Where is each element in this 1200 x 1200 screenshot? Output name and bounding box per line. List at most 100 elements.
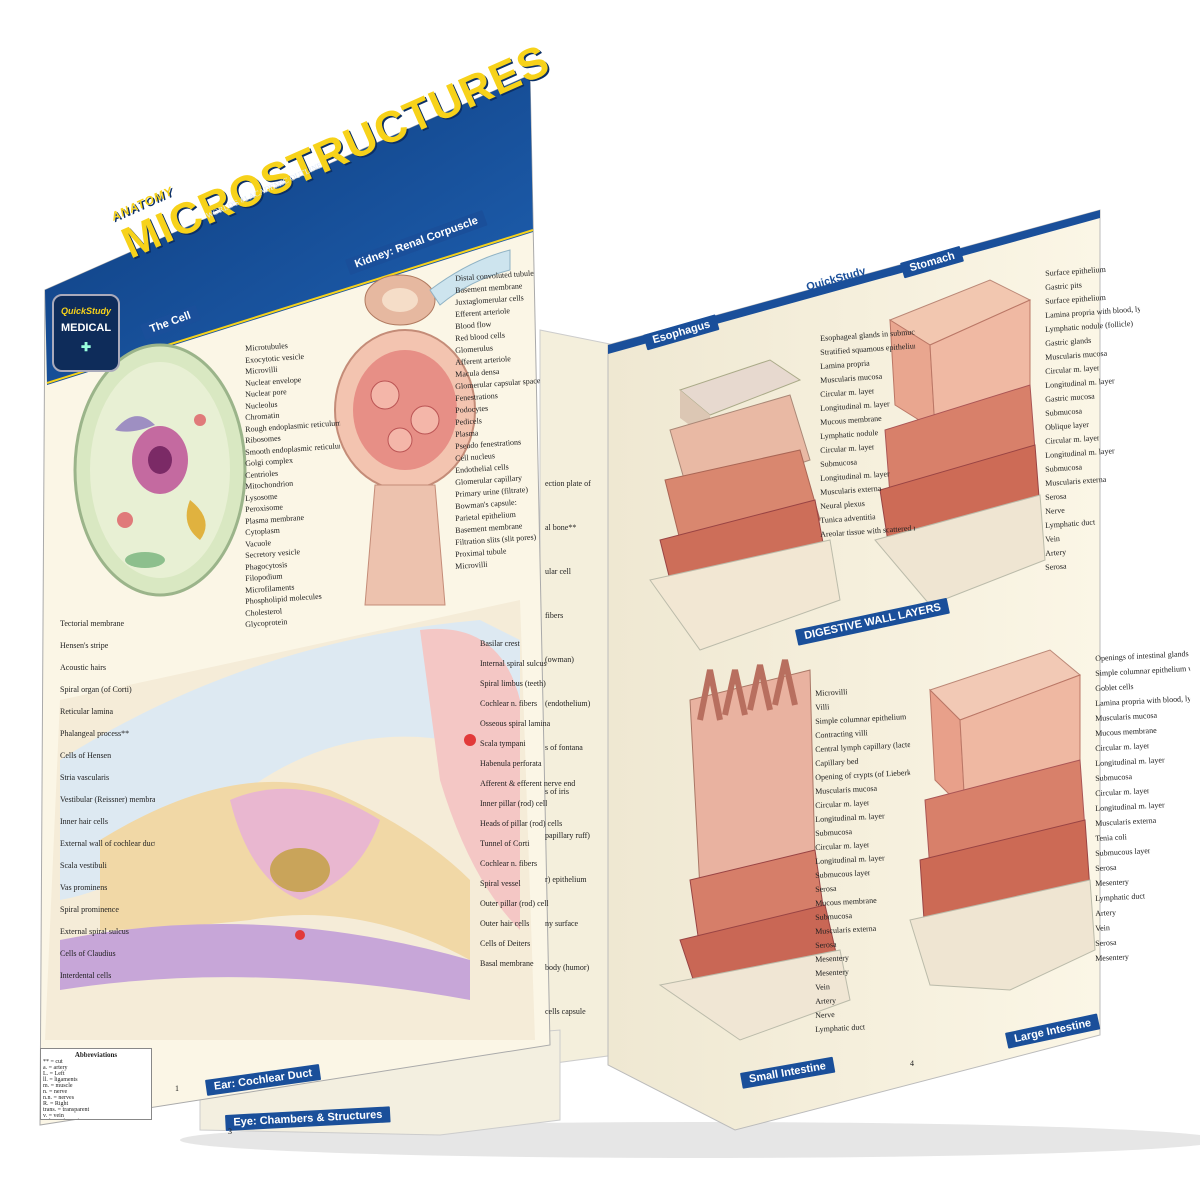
cell-diagram	[73, 343, 247, 597]
diagram-label: Basilar crest	[480, 640, 520, 648]
middle-panel	[539, 329, 616, 1066]
diagram-label: Lysosome	[245, 492, 278, 503]
diagram-label: Afferent & efferent nerve endings	[480, 780, 575, 788]
diagram-label: Nerve	[1045, 506, 1066, 516]
abbreviation-item: m. = muscle	[43, 1083, 73, 1089]
page-number: 3	[228, 1127, 232, 1136]
diagram-label: papillary ruff)	[545, 832, 590, 840]
diagram-label: Cochlear n. fibers	[480, 860, 538, 868]
page-number: 4	[910, 1059, 914, 1068]
diagram-label: al bone**	[545, 524, 577, 532]
diagram-label: cells capsule	[545, 1008, 586, 1016]
diagram-label: Basal membrane	[480, 960, 534, 968]
diagram-label: Vein	[1045, 534, 1061, 544]
large-intestine-diagram	[909, 649, 1096, 991]
diagram-label: Habenula perforata	[480, 760, 542, 768]
diagram-label: body (humor)	[545, 964, 590, 972]
diagram-label: Serosa	[1095, 938, 1117, 948]
diagram-label: ny surface	[545, 920, 579, 928]
diagram-label: Serosa	[815, 940, 837, 950]
diagram-label: Spiral vessel	[480, 880, 521, 888]
diagram-label: Inner hair cells	[60, 818, 108, 826]
diagram-label: Spiral organ (of Corti)	[60, 686, 132, 694]
diagram-label: Spiral limbus (teeth)	[480, 680, 546, 688]
diagram-label: Tenia coli	[1095, 833, 1128, 843]
diagram-label: Vein	[815, 983, 831, 992]
diagram-label: Microvilli	[815, 688, 848, 698]
diagram-label: Vas prominens	[60, 884, 108, 892]
small-intestine-diagram	[658, 659, 851, 1041]
diagram-label: Cochlear n. fibers	[480, 700, 538, 708]
diagram-label: Serosa	[1045, 562, 1067, 572]
diagram-label: Vein	[1095, 924, 1111, 933]
diagram-label: Spiral prominence	[60, 906, 119, 914]
page-number: 1	[175, 1084, 179, 1093]
diagram-label: Tunnel of Corti	[480, 840, 530, 848]
diagram-label: Vestibular (Reissner) membrane	[60, 796, 155, 804]
diagram-label: ular cell	[545, 568, 571, 576]
diagram-label: Stria vascularis	[60, 774, 110, 782]
diagram-label: s of iris	[545, 788, 569, 796]
diagram-label: External spiral sulcus	[60, 928, 129, 936]
diagram-label: fibers	[545, 612, 564, 620]
diagram-label: Internal spiral sulcus	[480, 660, 547, 668]
diagram-label: Plasma	[455, 429, 479, 439]
abbreviation-item: ** = cut	[43, 1059, 63, 1065]
badge-label: MEDICAL	[60, 322, 112, 334]
diagram-label: Outer pillar (rod) cell	[480, 900, 549, 908]
right-panel-edge	[608, 210, 1100, 354]
abbreviation-item: n. = nerve	[43, 1089, 68, 1095]
diagram-label: External wall of cochlear duct	[60, 840, 155, 848]
diagram-label: Outer hair cells	[480, 920, 530, 928]
diagram-label: Inner pillar (rod) cell	[480, 800, 548, 808]
badge-brand: QuickStudy	[60, 306, 111, 316]
diagram-label: Vacuole	[245, 538, 272, 549]
header-band	[45, 75, 533, 385]
cochlear-diagram	[45, 600, 535, 1040]
diagram-label: Acoustic hairs	[60, 664, 106, 672]
diagram-label: s of fontana	[545, 744, 583, 752]
abbreviation-item: italics = bone features	[43, 1119, 149, 1120]
abbreviation-item: n.n. = nerves	[43, 1095, 75, 1101]
abbreviations-title: Abbreviations	[74, 1051, 118, 1059]
diagram-label: Serosa	[1095, 863, 1117, 873]
diagram-label: Serosa	[1045, 492, 1067, 502]
diagram-label: (endothelium)	[545, 700, 591, 708]
diagram-label: Villi	[815, 703, 830, 712]
diagram-label: (owman)	[545, 656, 574, 664]
abbreviation-item: v. = vein	[43, 1113, 64, 1119]
abbreviation-item: a. = artery	[43, 1065, 68, 1071]
diagram-label: Centrioles	[245, 469, 279, 480]
abbreviation-item: R. = Right	[43, 1101, 69, 1107]
diagram-label: Artery	[1045, 548, 1067, 558]
diagram-label: Artery	[1095, 908, 1117, 918]
diagram-label: Interdental cells	[60, 972, 112, 980]
diagram-label: r) epithelium	[545, 876, 587, 884]
diagram-label: Serosa	[815, 884, 837, 894]
diagram-label: Osseous spiral lamina	[480, 720, 551, 728]
diagram-label: Artery	[815, 996, 837, 1006]
diagram-label: Cells of Deiters	[480, 940, 531, 948]
abbreviation-item: L. = Left	[43, 1071, 65, 1077]
diagram-label: ection plate of	[545, 480, 591, 488]
diagram-label: Scala tympani	[480, 740, 526, 748]
diagram-label: Hensen's stripe	[60, 642, 109, 650]
diagram-label: Cells of Hensen	[60, 752, 112, 760]
kidney-diagram	[334, 249, 511, 606]
medical-cross-icon: ✚	[80, 340, 92, 354]
stomach-diagram	[874, 279, 1046, 606]
abbreviation-item: trans. = transparent	[43, 1107, 90, 1113]
diagram-label: Heads of pillar (rod) cells	[480, 820, 563, 828]
diagram-label: Scala vestibuli	[60, 862, 107, 870]
diagram-label: Cells of Claudius	[60, 950, 116, 958]
quickstudy-medical-badge: QuickStudy MEDICAL ✚	[52, 294, 120, 372]
diagram-label: Nerve	[815, 1010, 835, 1020]
diagram-label: Tectorial membrane	[60, 620, 125, 628]
diagram-label: Reticular lamina	[60, 708, 114, 716]
diagram-label: Phalangeal process**	[60, 730, 130, 738]
diagram-label: Nucleolus	[245, 400, 278, 411]
